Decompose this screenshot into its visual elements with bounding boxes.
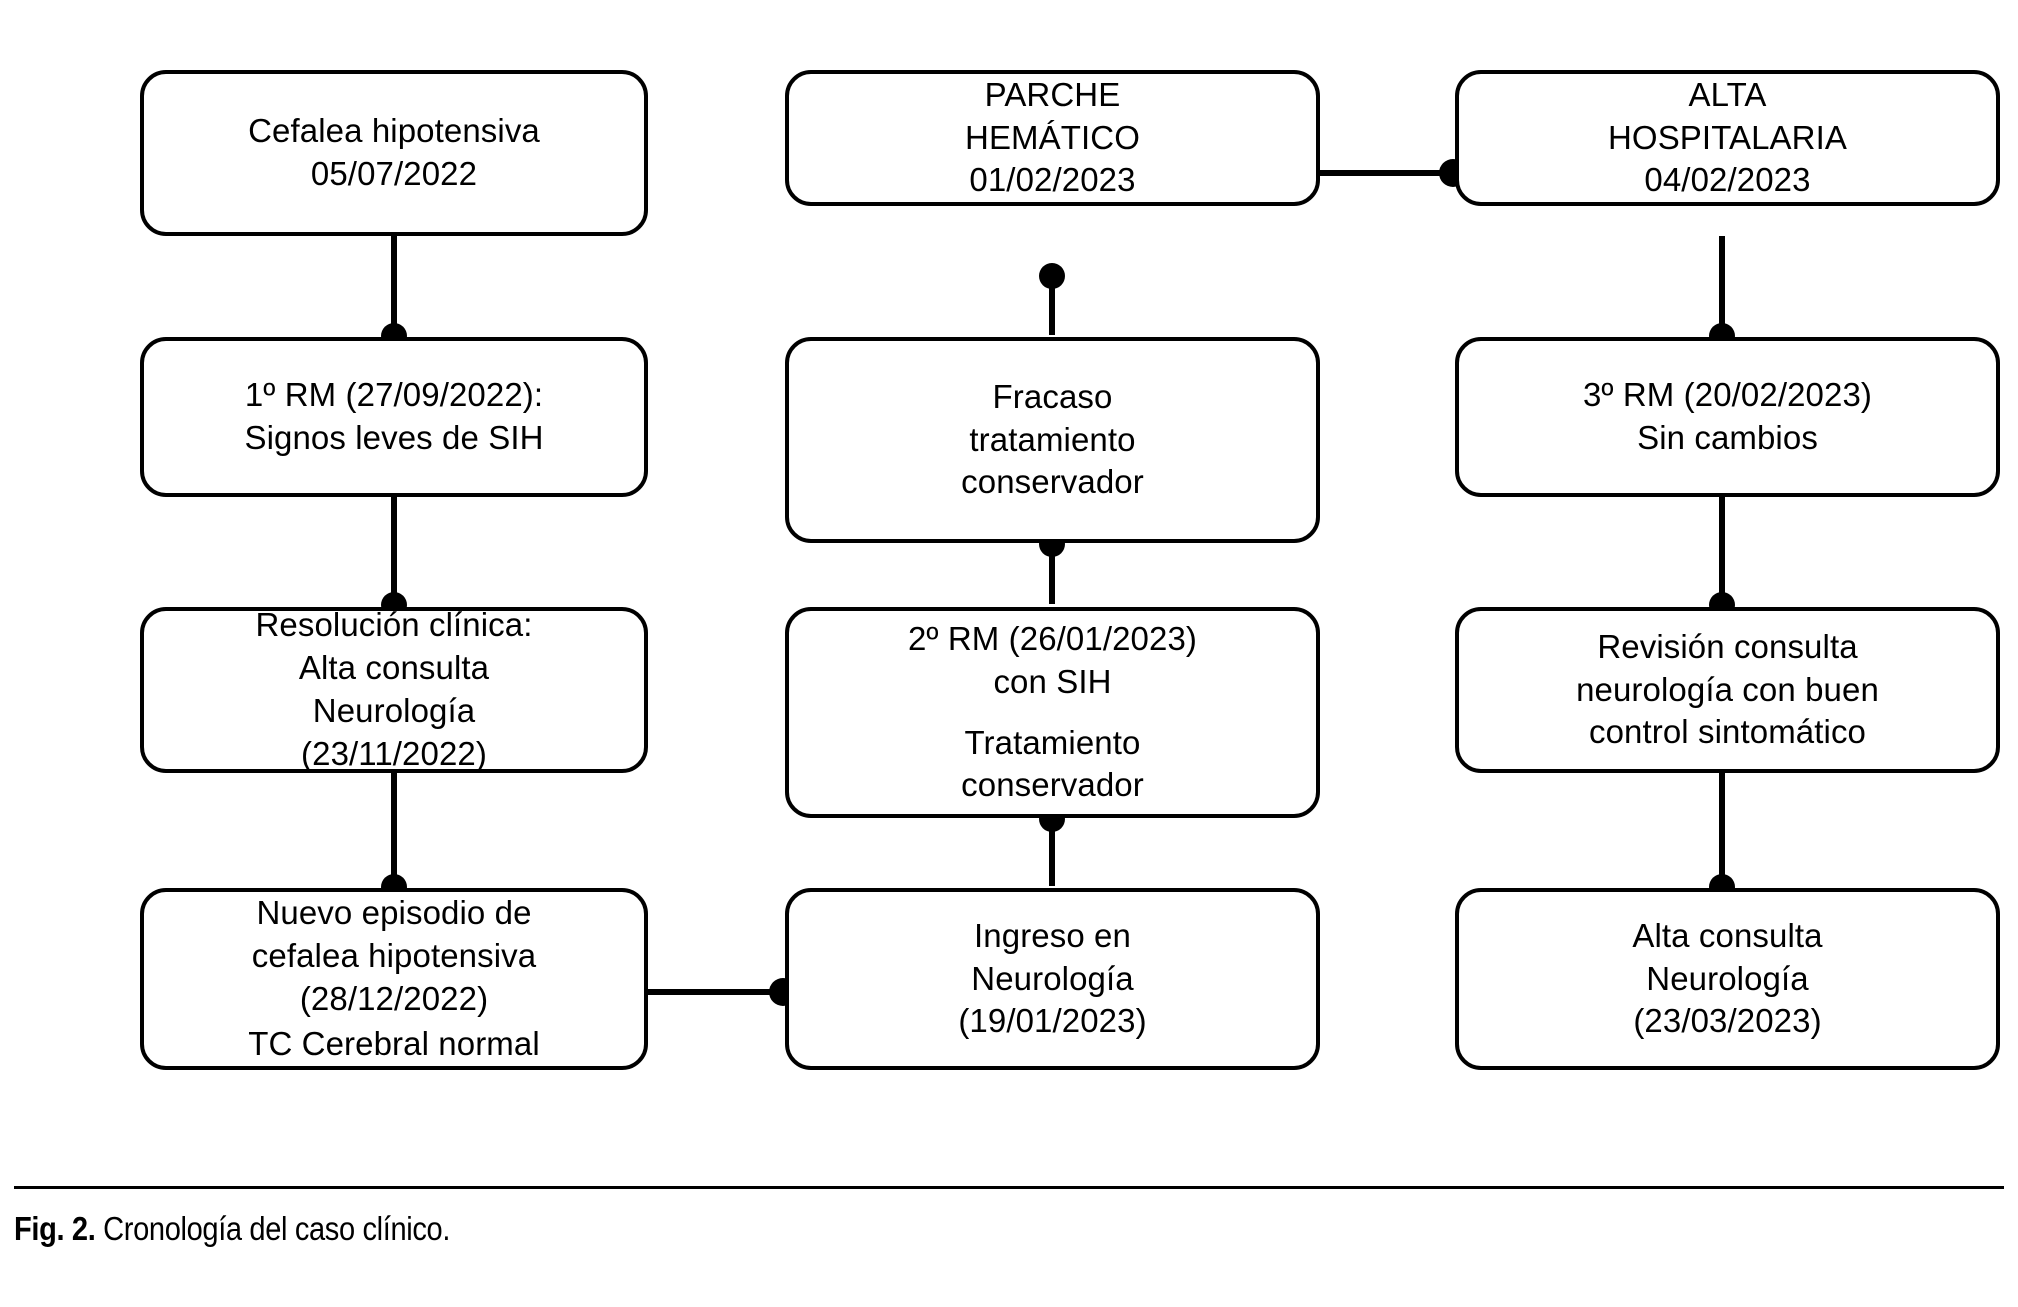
conn-nuevo-to-ingreso — [648, 978, 797, 1006]
node-line: ALTA — [1688, 75, 1767, 113]
node-line: 3º RM (20/02/2023) — [1582, 376, 1872, 414]
node-line: con SIH — [993, 662, 1112, 700]
conn-resolucion-to-nuevo — [381, 773, 407, 900]
node-line: conservador — [961, 766, 1144, 804]
node-line: 2º RM (26/01/2023) — [907, 619, 1197, 657]
node-line: Neurología — [971, 959, 1134, 997]
node-3rm[interactable]: 3º RM (20/02/2023) Sin cambios — [1455, 337, 2000, 497]
caption-divider — [14, 1186, 2004, 1189]
node-resolucion-clinica[interactable]: Resolución clínica: Alta consulta Neurol… — [140, 606, 648, 773]
conn-alta-hospitalaria-to-3rm — [1709, 236, 1735, 349]
node-line: HEMÁTICO — [965, 118, 1140, 156]
node-line: neurología con buen — [1576, 670, 1879, 708]
node-line: (28/12/2022) — [299, 979, 489, 1017]
node-line: Alta consulta — [298, 649, 490, 687]
node-line: control sintomático — [1588, 713, 1867, 751]
node-line: tratamiento — [969, 420, 1136, 458]
node-line: Ingreso en — [974, 916, 1131, 954]
conn-parche-to-alta-hospitalaria — [1320, 159, 1467, 187]
node-line: Resolución clínica: — [255, 606, 533, 644]
node-line: (19/01/2023) — [958, 1002, 1147, 1040]
conn-ingreso-to-2rm — [1039, 806, 1065, 886]
node-line: 04/02/2023 — [1644, 161, 1811, 199]
node-line: TC Cerebral normal — [248, 1025, 540, 1063]
node-line: 05/07/2022 — [310, 155, 478, 192]
node-line: Tratamiento — [964, 723, 1141, 761]
node-line: (23/11/2022) — [301, 734, 487, 772]
node-line: Revisión consulta — [1597, 627, 1858, 665]
node-alta-hospitalaria[interactable]: ALTA HOSPITALARIA 04/02/2023 — [1455, 70, 2000, 206]
node-line: PARCHE — [984, 75, 1121, 113]
conn-cefalea-to-1rm — [381, 236, 407, 349]
node-line: HOSPITALARIA — [1608, 118, 1847, 156]
node-line: Sin cambios — [1637, 419, 1818, 456]
conn-fracaso-to-parche — [1039, 263, 1065, 335]
node-line: 1º RM (27/09/2022): — [244, 376, 544, 414]
node-line: cefalea hipotensiva — [251, 936, 537, 974]
node-line: Cefalea hipotensiva — [248, 112, 540, 150]
node-ingreso-neurologia[interactable]: Ingreso en Neurología (19/01/2023) — [785, 888, 1320, 1070]
node-line: Neurología — [312, 692, 476, 729]
node-revision-consulta[interactable]: Revisión consulta neurología con buen co… — [1455, 607, 2000, 773]
node-line: Alta consulta — [1632, 916, 1823, 954]
node-line: Nuevo episodio de — [256, 894, 532, 931]
figure-number: Fig. 2. — [14, 1210, 96, 1247]
figure-caption: Fig. 2. Cronología del caso clínico. — [14, 1210, 450, 1248]
conn-revision-to-alta-consulta — [1709, 773, 1735, 900]
node-2rm[interactable]: 2º RM (26/01/2023) con SIH Tratamiento c… — [785, 607, 1320, 818]
conn-3rm-to-revision — [1709, 497, 1735, 618]
node-fracaso-tratamiento[interactable]: Fracaso tratamiento conservador — [785, 337, 1320, 543]
node-line: Neurología — [1646, 959, 1809, 997]
node-line: Signos leves de SIH — [244, 419, 544, 456]
node-alta-consulta[interactable]: Alta consulta Neurología (23/03/2023) — [1455, 888, 2000, 1070]
node-line: 01/02/2023 — [969, 161, 1136, 199]
node-cefalea-hipotensiva[interactable]: Cefalea hipotensiva 05/07/2022 — [140, 70, 648, 236]
conn-1rm-to-resolucion — [381, 497, 407, 618]
node-line: conservador — [961, 463, 1144, 501]
node-line: (23/03/2023) — [1633, 1002, 1822, 1040]
figure-caption-text: Cronología del caso clínico. — [103, 1210, 451, 1247]
node-1rm[interactable]: 1º RM (27/09/2022): Signos leves de SIH — [140, 337, 648, 497]
node-nuevo-episodio[interactable]: Nuevo episodio de cefalea hipotensiva (2… — [140, 888, 648, 1070]
node-parche-hematico[interactable]: PARCHE HEMÁTICO 01/02/2023 — [785, 70, 1320, 206]
node-line: Fracaso — [992, 377, 1113, 415]
